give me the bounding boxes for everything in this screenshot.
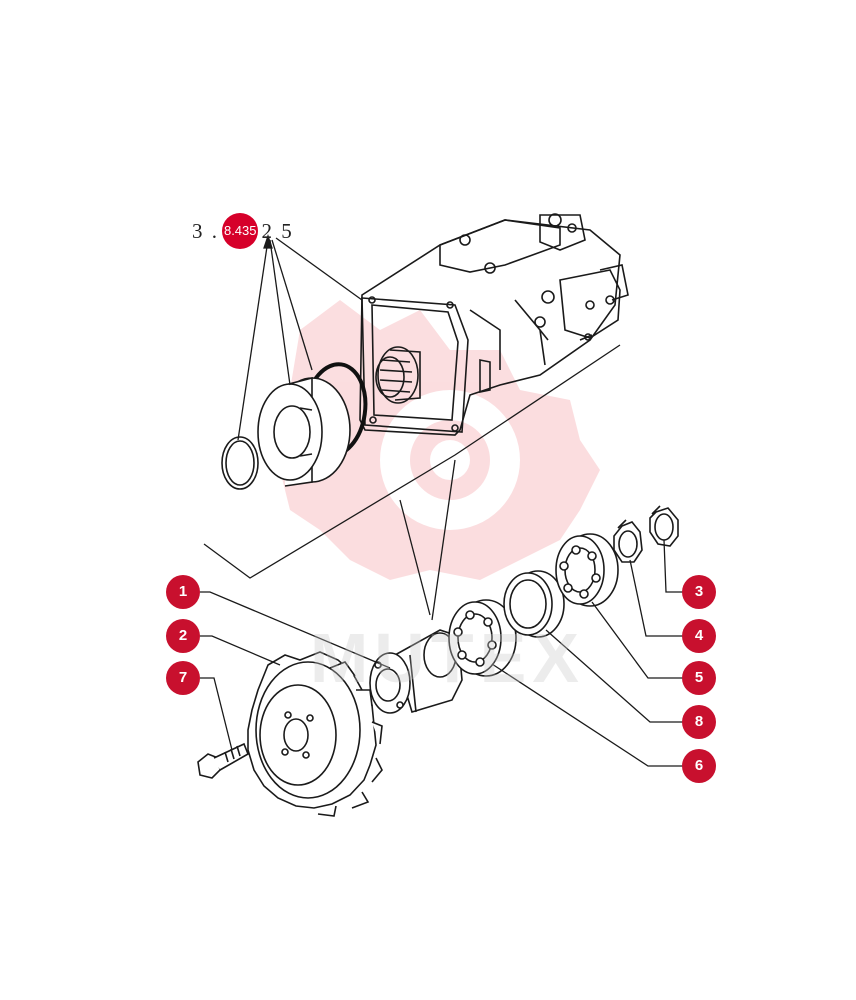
section-divider <box>203 344 621 621</box>
snap-ring-4[interactable] <box>613 519 643 563</box>
o-ring-small[interactable] <box>221 436 259 490</box>
reference-suffix: 2 5 <box>261 218 294 243</box>
reference-badge[interactable]: 8.435 <box>222 213 259 249</box>
snap-ring-3[interactable] <box>649 505 679 547</box>
reference-prefix: 3 . <box>192 218 219 243</box>
callout-8[interactable]: 8 <box>682 705 716 739</box>
adapter-ring[interactable] <box>257 376 351 487</box>
callout-7[interactable]: 7 <box>166 661 200 695</box>
ball-bearing-6[interactable] <box>448 599 517 677</box>
callout-5[interactable]: 5 <box>682 661 716 695</box>
watermark-text: MUTEX <box>310 619 585 697</box>
bolt[interactable] <box>197 742 250 779</box>
callout-6[interactable]: 6 <box>682 749 716 783</box>
callout-leaders <box>200 539 686 767</box>
gear[interactable] <box>247 651 383 817</box>
ball-bearing-5[interactable] <box>555 533 619 607</box>
callout-1[interactable]: 1 <box>166 575 200 609</box>
spacer-ring-8[interactable] <box>503 570 565 638</box>
callout-3[interactable]: 3 <box>682 575 716 609</box>
callout-2[interactable]: 2 <box>166 619 200 653</box>
callout-4[interactable]: 4 <box>682 619 716 653</box>
shaft[interactable] <box>369 629 463 714</box>
reference-leaders <box>237 233 363 441</box>
reference-label[interactable]: 3 . 8.435 2 5 <box>192 213 294 251</box>
hydraulic-motor[interactable] <box>359 213 629 436</box>
